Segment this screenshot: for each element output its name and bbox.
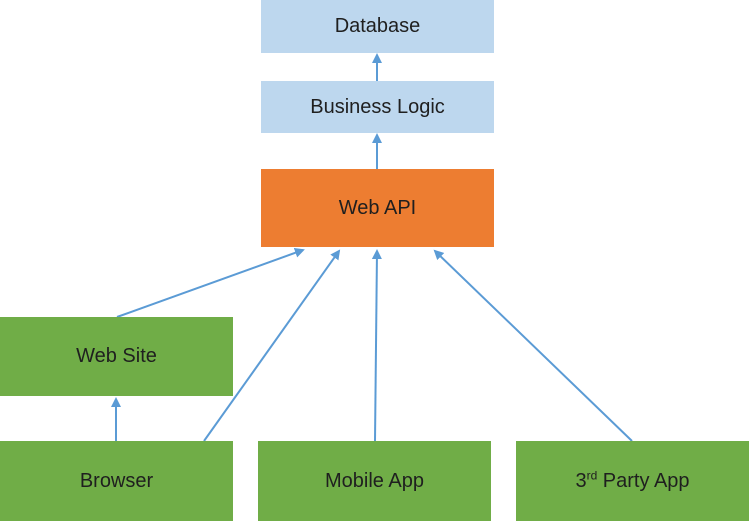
business-logic-node: Business Logic xyxy=(261,81,494,133)
third-party-app-node: 3rd Party App xyxy=(516,441,749,521)
business-logic-label: Business Logic xyxy=(310,95,445,118)
web-api-label: Web API xyxy=(338,196,417,219)
mobile-app-node: Mobile App xyxy=(258,441,491,521)
arrow-website-to-webapi xyxy=(116,248,305,318)
arrow-thirdparty-to-webapi xyxy=(433,249,633,442)
browser-node: Browser xyxy=(0,441,233,521)
third-party-ordinal-suffix: rd xyxy=(586,467,598,482)
web-api-node: Web API xyxy=(261,169,494,247)
arrow-browser-to-webapi xyxy=(203,249,341,442)
third-party-app-label: 3rd Party App xyxy=(575,467,690,493)
third-party-number: 3 xyxy=(575,469,587,492)
arrow-mobile-to-webapi xyxy=(371,249,382,442)
web-site-label: Web Site xyxy=(76,345,157,367)
web-site-node: Web Site xyxy=(0,317,233,396)
database-label: Database xyxy=(334,15,421,37)
database-node: Database xyxy=(261,0,494,53)
third-party-rest: Party App xyxy=(597,469,690,492)
mobile-app-label: Mobile App xyxy=(325,469,424,492)
browser-label: Browser xyxy=(79,469,154,492)
